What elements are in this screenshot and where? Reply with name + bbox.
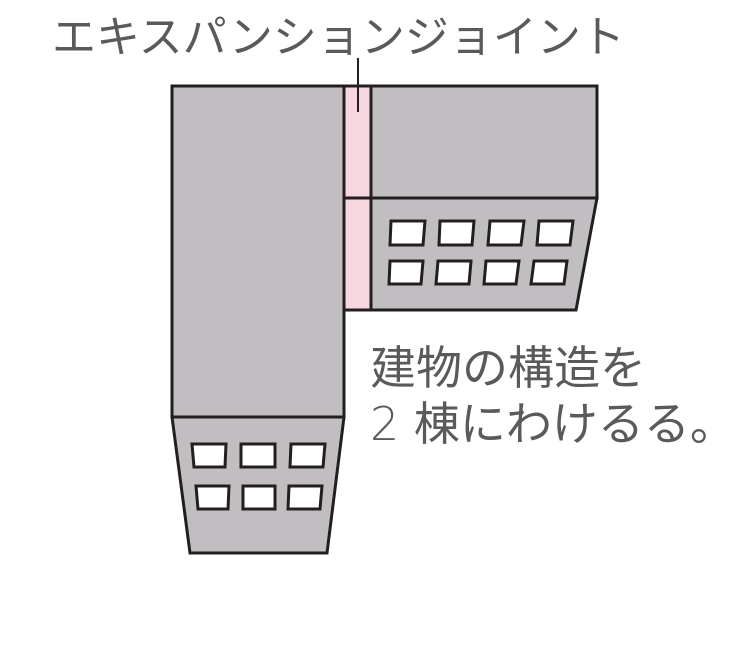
- window: [288, 442, 327, 469]
- window: [190, 442, 228, 469]
- window: [286, 484, 324, 511]
- left-wing-windows: [190, 442, 327, 511]
- window: [482, 259, 521, 286]
- joint-facade: [342, 196, 373, 312]
- window: [486, 219, 526, 247]
- window: [535, 219, 575, 247]
- expansion-joint-label: エキスパンションジョイント: [52, 12, 625, 63]
- window: [529, 259, 569, 286]
- expansion-joint: [342, 84, 373, 312]
- note-line-1: 建物の構造を: [370, 341, 646, 395]
- right-wing-windows: [387, 219, 575, 286]
- right-wing-roof: [369, 84, 599, 200]
- window: [434, 259, 473, 286]
- left-wing-roof: [170, 84, 346, 419]
- right-wing-facade: [369, 196, 599, 312]
- window: [437, 219, 476, 247]
- note-line-2: 2 棟にわけるる。: [370, 397, 736, 451]
- left-wing-building: [170, 84, 346, 555]
- window: [194, 484, 231, 511]
- window: [241, 484, 277, 511]
- window: [388, 219, 427, 247]
- window: [387, 259, 425, 286]
- window: [239, 442, 277, 469]
